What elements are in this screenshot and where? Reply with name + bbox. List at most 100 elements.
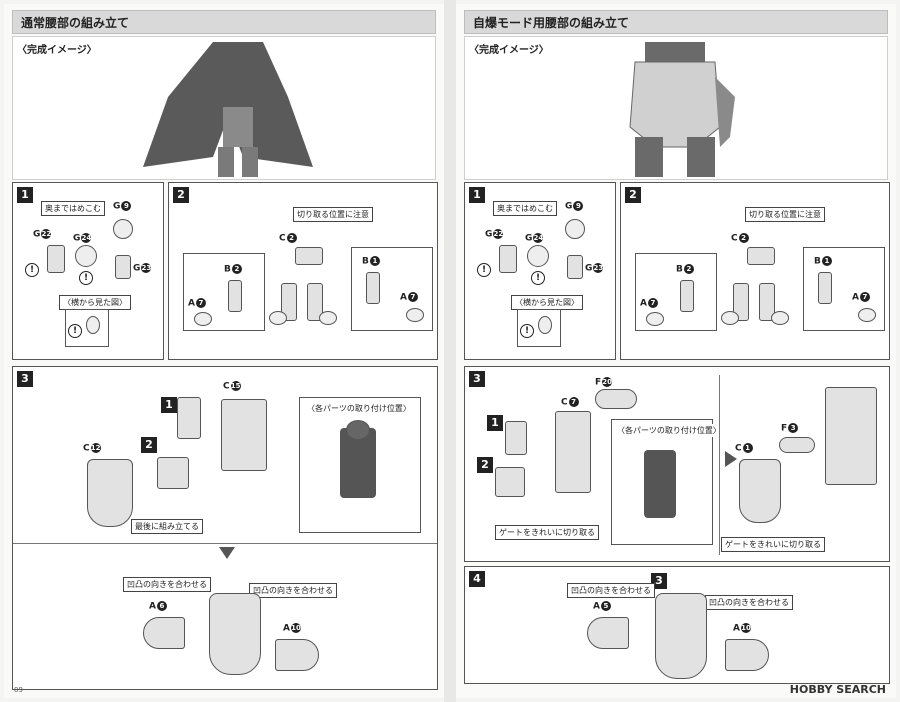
ref-step-2-badge: 2: [477, 457, 493, 473]
caution-icon: !: [68, 324, 82, 338]
part-c7: [555, 411, 591, 493]
caution-icon: !: [531, 271, 545, 285]
part-g9: [565, 219, 585, 239]
side-view-inset: !: [65, 309, 109, 347]
label-g22: G22: [485, 229, 504, 240]
part-assembly-right: [759, 283, 775, 321]
completed-image-caption: 〈完成イメージ〉: [17, 45, 97, 56]
label-a10: A10: [283, 623, 301, 634]
insert-fully-callout: 奥まではめこむ: [493, 201, 557, 216]
step-divider: [13, 543, 437, 544]
waist-sub-assembly: [825, 387, 877, 485]
label-g22: G22: [33, 229, 52, 240]
section-title-bar: 自爆モード用腰部の組み立て: [464, 10, 888, 34]
clean-gate-callout: ゲートをきれいに切り取る: [495, 525, 599, 540]
section-title: 通常腰部の組み立て: [21, 16, 130, 30]
part-a7: [858, 308, 876, 322]
completed-image-panel: 〈完成イメージ〉: [464, 36, 888, 180]
part-a7-attached: [721, 311, 739, 325]
part-c1: [739, 459, 781, 523]
down-arrow-icon: [219, 547, 235, 559]
part-a5: [587, 617, 629, 649]
section-title-bar: 通常腰部の組み立て: [12, 10, 436, 34]
label-c12: C12: [83, 443, 101, 454]
cut-position-callout: 切り取る位置に注意: [293, 207, 373, 222]
part-sub-assembly-1: [177, 397, 201, 439]
part-a7: [194, 312, 212, 326]
clean-gate-callout: ゲートをきれいに切り取る: [721, 537, 825, 552]
completed-image-panel: 〈完成イメージ〉: [12, 36, 436, 180]
attachment-position-joint: [346, 420, 370, 440]
part-f3: [779, 437, 815, 453]
label-g24: G24: [73, 233, 92, 244]
insert-fully-callout: 奥まではめこむ: [41, 201, 105, 216]
part-g23: [567, 255, 583, 279]
label-g24: G24: [525, 233, 544, 244]
side-view-inset: !: [517, 309, 561, 347]
step-3-badge: 3: [469, 371, 485, 387]
section-title: 自爆モード用腰部の組み立て: [473, 16, 630, 30]
side-view-callout: 〈横から見た図〉: [59, 295, 131, 310]
step-1-badge: 1: [17, 187, 33, 203]
waist-assembly: [209, 593, 261, 675]
ref-step-2-badge: 2: [141, 437, 157, 453]
part-g23: [115, 255, 131, 279]
part-a10: [725, 639, 769, 671]
waist-illustration: [629, 42, 735, 177]
completed-image-caption: 〈完成イメージ〉: [469, 45, 549, 56]
assemble-last-callout: 最後に組み立てる: [131, 519, 203, 534]
part-f20: [595, 389, 637, 409]
waist-assembly: [655, 593, 707, 679]
page-number: 09: [14, 686, 23, 694]
part-b2: [680, 280, 694, 312]
ref-step-1-badge: 1: [161, 397, 177, 413]
align-notch-callout-left: 凹凸の向きを合わせる: [567, 583, 655, 598]
part-g24: [527, 245, 549, 267]
part-a7-attached: [771, 311, 789, 325]
label-g23: G23: [585, 263, 604, 274]
step-divider: [719, 375, 720, 555]
attachment-position-caption: 〈各パーツの取り付け位置〉: [614, 424, 724, 437]
caution-icon: !: [79, 271, 93, 285]
part-a7-attached: [269, 311, 287, 325]
step-2-badge: 2: [625, 187, 641, 203]
side-view-part: [86, 316, 100, 334]
caution-icon: !: [25, 263, 39, 277]
align-notch-callout-right: 凹凸の向きを合わせる: [249, 583, 337, 598]
cut-position-callout: 切り取る位置に注意: [745, 207, 825, 222]
caution-icon: !: [477, 263, 491, 277]
part-a6: [143, 617, 185, 649]
ref-step-3-badge: 3: [651, 573, 667, 589]
part-sub-assembly-1: [505, 421, 527, 455]
part-g9: [113, 219, 133, 239]
part-a7-attached: [319, 311, 337, 325]
part-b2: [228, 280, 242, 312]
ref-step-1-badge: 1: [487, 415, 503, 431]
book-gutter: [444, 0, 456, 702]
caution-icon: !: [520, 324, 534, 338]
side-view-callout: 〈横から見た図〉: [511, 295, 583, 310]
step-2-badge: 2: [173, 187, 189, 203]
part-sub-assembly-2: [157, 457, 189, 489]
